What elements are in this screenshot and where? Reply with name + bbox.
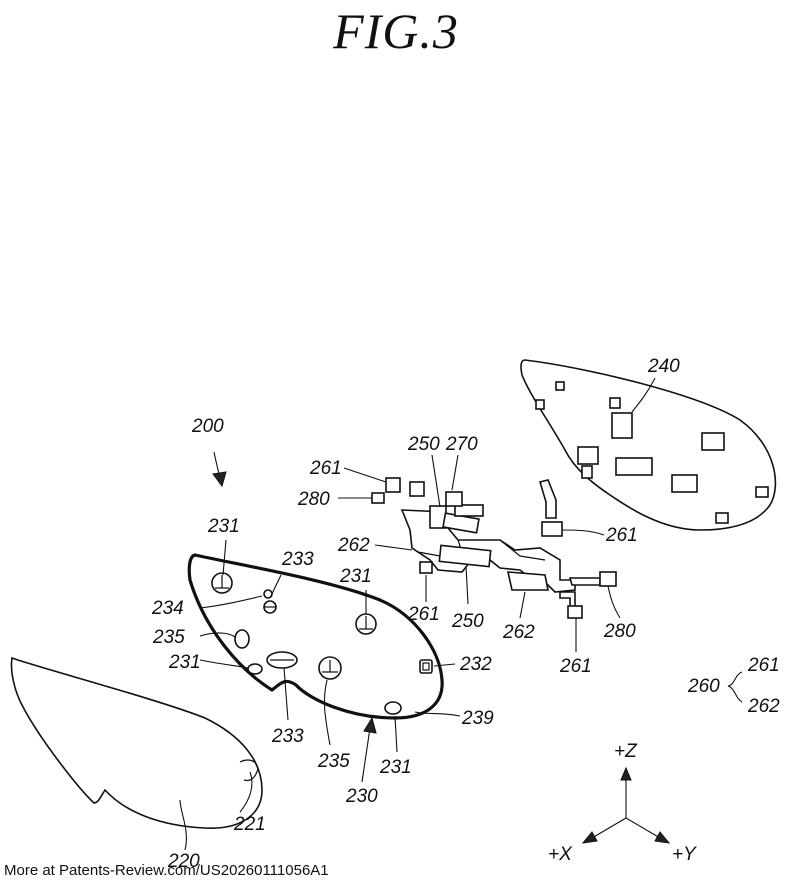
- back-plate-240: [520, 359, 777, 531]
- boss-233-a: [263, 600, 277, 614]
- ref-233-b: 233: [271, 726, 304, 747]
- ref-200: 200: [191, 416, 224, 437]
- axis-label-z: +Z: [614, 741, 638, 762]
- ref-261-e: 261: [747, 655, 780, 676]
- leader-lines: [179, 377, 656, 851]
- hole-235-a: [234, 629, 250, 649]
- ref-260: 260: [687, 676, 720, 697]
- figure-title: FIG.3: [333, 3, 459, 59]
- ref-234: 234: [151, 598, 184, 619]
- hole-231-c: [247, 663, 263, 675]
- hole-231-d: [384, 701, 402, 715]
- ref-240: 240: [647, 356, 680, 377]
- ref-262-b: 262: [502, 622, 535, 643]
- axis-label-y: +Y: [672, 844, 697, 865]
- ref-231-b: 231: [339, 566, 372, 587]
- ref-280-a: 280: [297, 489, 330, 510]
- ref-250-b: 250: [451, 611, 484, 632]
- ref-235-a: 235: [152, 627, 185, 648]
- brace-260: [727, 671, 743, 703]
- ref-235-b: 235: [317, 751, 350, 772]
- ref-270: 270: [445, 434, 478, 455]
- cover-220: [10, 656, 263, 829]
- boss-233-b: [266, 651, 298, 669]
- ref-250-a: 250: [407, 434, 440, 455]
- hole-235-b: [318, 656, 342, 680]
- plate-arrow-230: [361, 716, 377, 783]
- ref-231-c: 231: [168, 652, 201, 673]
- axis-label-x: +X: [548, 844, 573, 865]
- ref-262-a: 262: [337, 535, 370, 556]
- ref-233-a: 233: [281, 549, 314, 570]
- ref-230: 230: [345, 786, 378, 807]
- ref-262-c: 262: [747, 696, 780, 717]
- ref-232: 232: [459, 654, 492, 675]
- hole-231-a: [211, 572, 233, 594]
- ref-261-b: 261: [605, 525, 638, 546]
- ref-280-b: 280: [603, 621, 636, 642]
- ref-221: 221: [233, 814, 266, 835]
- ref-231-d: 231: [379, 757, 412, 778]
- ref-239: 239: [461, 708, 494, 729]
- circuit-250: [371, 477, 617, 619]
- assembly-arrow-200: [212, 451, 227, 488]
- ref-220: 220: [167, 851, 200, 872]
- plate-230: [187, 553, 444, 720]
- ref-231-a: 231: [207, 516, 240, 537]
- coordinate-axes: [581, 766, 671, 844]
- hole-231-b: [355, 613, 377, 635]
- source-footer: More at Patents-Review.com/US20260111056…: [4, 862, 329, 879]
- ref-261-a: 261: [309, 458, 342, 479]
- ref-261-c: 261: [407, 604, 440, 625]
- clip-232: [419, 659, 433, 674]
- ref-261-d: 261: [559, 656, 592, 677]
